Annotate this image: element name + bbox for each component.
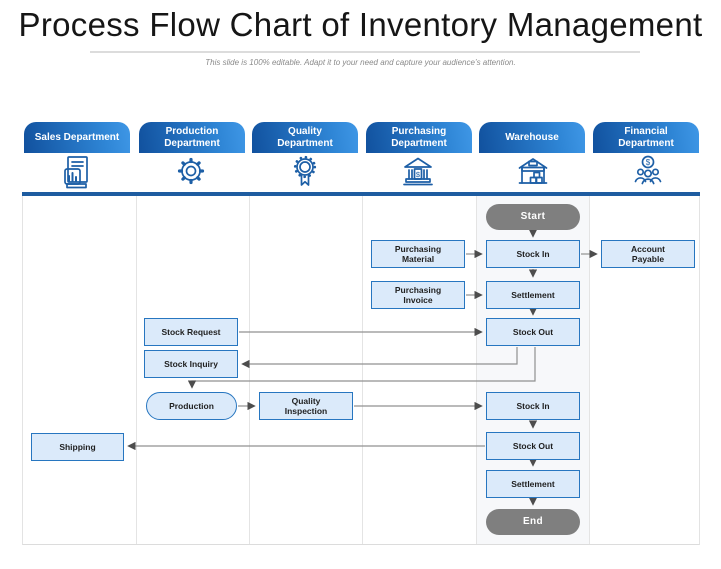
node-stock-out-2: Stock Out: [486, 432, 580, 460]
lane-divider: [476, 196, 477, 544]
lane-divider: [136, 196, 137, 544]
svg-text:$: $: [416, 170, 421, 179]
page-title: Process Flow Chart of Inventory Manageme…: [18, 6, 703, 43]
award-ribbon-icon: [285, 152, 325, 192]
node-quality-inspection: Quality Inspection: [259, 392, 353, 420]
node-shipping: Shipping: [31, 433, 124, 461]
lane-tab-quality: Quality Department: [252, 122, 358, 153]
node-purchasing-material: Purchasing Material: [371, 240, 465, 268]
lane-divider: [589, 196, 590, 544]
node-stock-in-1: Stock In: [486, 240, 580, 268]
sales-report-icon: [57, 152, 97, 192]
node-stock-inquiry: Stock Inquiry: [144, 350, 238, 378]
node-stock-in-2: Stock In: [486, 392, 580, 420]
svg-text:$: $: [646, 158, 651, 167]
lane-divider: [249, 196, 250, 544]
lane-tab-production: Production Department: [139, 122, 245, 153]
finance-team-icon: $: [628, 152, 668, 192]
slide-subtitle: This slide is 100% editable. Adapt it to…: [205, 58, 516, 67]
flow-canvas: [22, 196, 700, 545]
node-stock-request: Stock Request: [144, 318, 238, 346]
gear-icon: [171, 152, 211, 192]
node-settlement-2: Settlement: [486, 470, 580, 498]
node-stock-out-1: Stock Out: [486, 318, 580, 346]
lane-tab-financial: Financial Department: [593, 122, 699, 153]
node-purchasing-invoice: Purchasing Invoice: [371, 281, 465, 309]
node-production: Production: [146, 392, 237, 420]
node-account-payable: Account Payable: [601, 240, 695, 268]
node-start: Start: [486, 204, 580, 230]
lane-tab-purchasing: Purchasing Department: [366, 122, 472, 153]
node-settlement-1: Settlement: [486, 281, 580, 309]
node-end: End: [486, 509, 580, 535]
warehouse-icon: [513, 152, 553, 192]
bank-icon: $: [398, 152, 438, 192]
header-separator-bar: [22, 192, 700, 196]
title-underline: [90, 51, 640, 53]
lane-tab-warehouse: Warehouse: [479, 122, 585, 153]
lane-divider: [362, 196, 363, 544]
lane-tab-sales: Sales Department: [24, 122, 130, 153]
